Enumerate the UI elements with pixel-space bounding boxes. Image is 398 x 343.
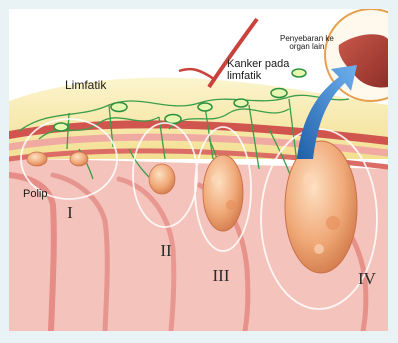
label-spread-line2: organ lain xyxy=(280,43,334,51)
label-penyebaran: Penyebaran ke organ lain xyxy=(280,35,334,52)
label-kanker-pada-limfatik: Kanker pada limfatik xyxy=(227,59,289,82)
label-polip: Polip xyxy=(23,189,47,201)
stage-label-4: IV xyxy=(357,269,377,289)
label-kanker-line2: limfatik xyxy=(227,71,289,83)
stage-label-3: III xyxy=(211,266,231,286)
tumor-stage-2 xyxy=(149,164,175,194)
label-limfatik: Limfatik xyxy=(65,79,106,92)
tumor-stage-4 xyxy=(285,141,357,273)
colon-cancer-stages-illustration xyxy=(9,9,388,331)
tumor-stage-3 xyxy=(203,155,243,231)
stage-label-1: I xyxy=(60,203,80,223)
illustration-panel: Limfatik Kanker pada limfatik Penyebaran… xyxy=(9,9,388,331)
stage-label-2: II xyxy=(156,241,176,261)
label-kanker-line1: Kanker pada xyxy=(227,59,289,71)
